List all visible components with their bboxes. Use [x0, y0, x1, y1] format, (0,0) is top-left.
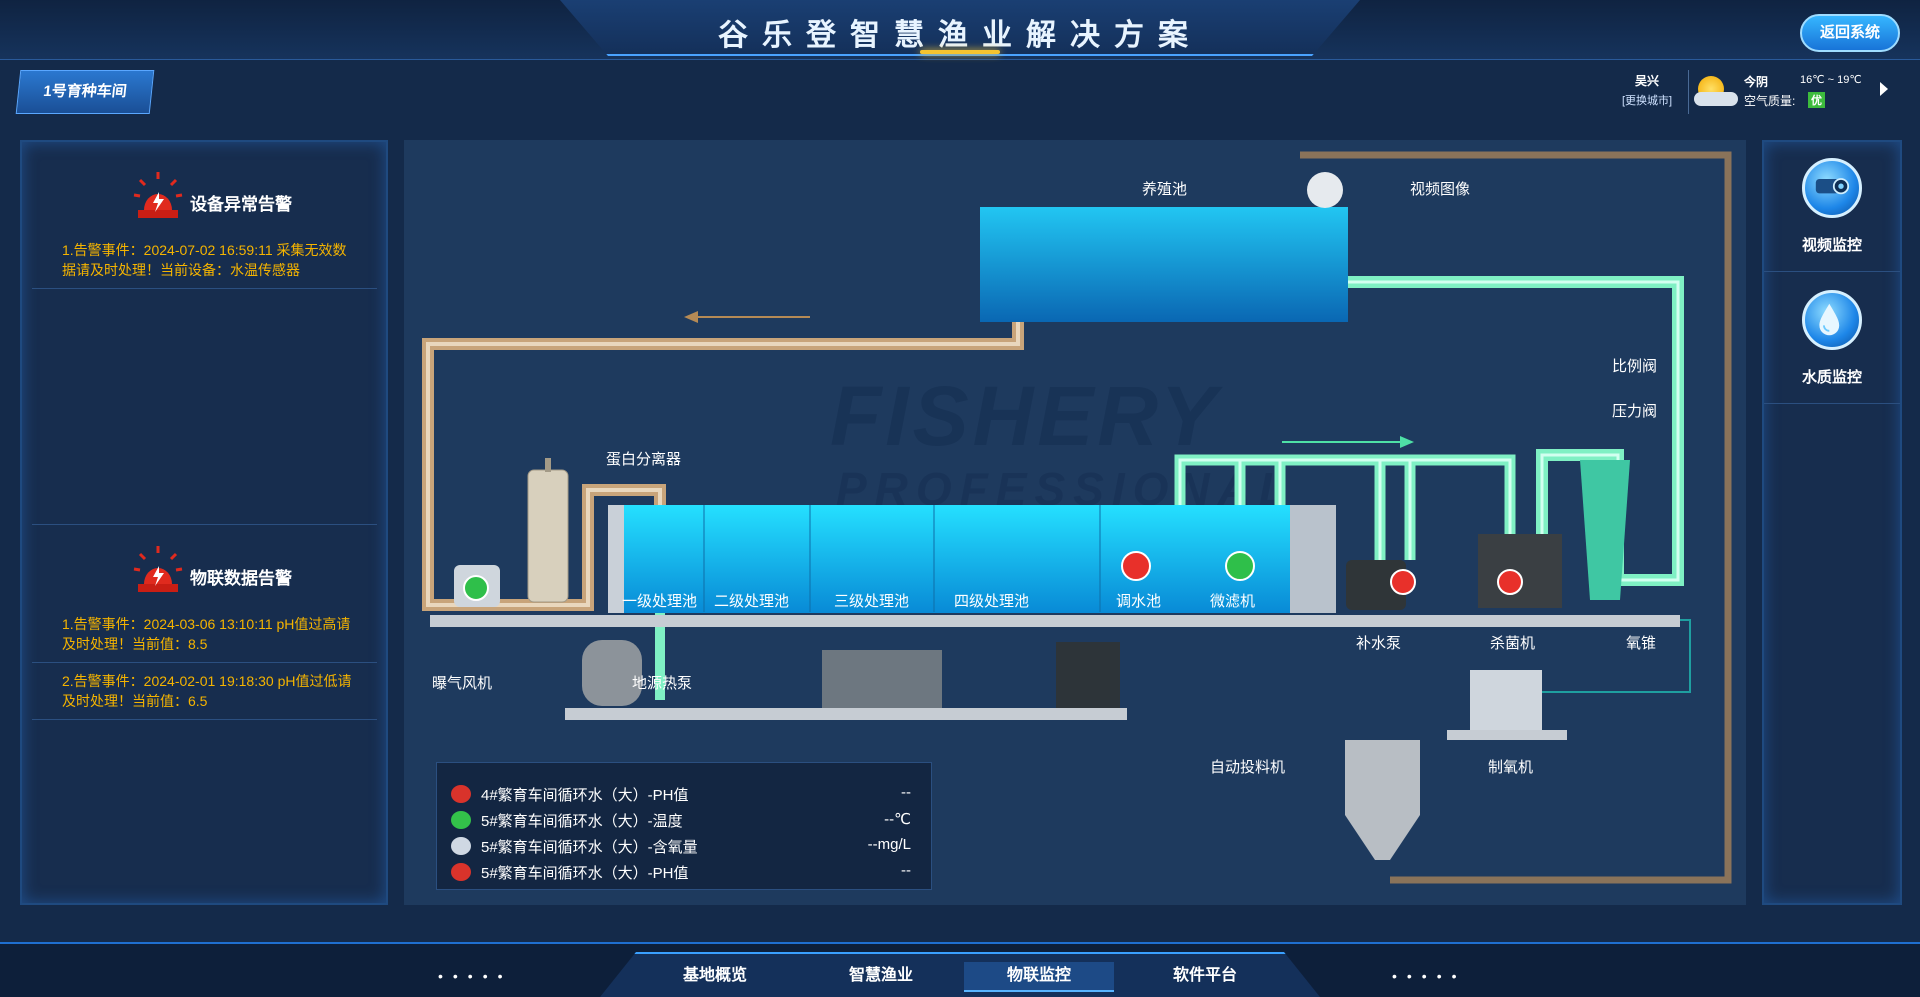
list-item: 5#繁育车间循环水（大）-含氧量 --mg/L: [451, 833, 923, 859]
sensor-readings-list[interactable]: 4#繁育车间循环水（大）-PH值 -- 5#繁育车间循环水（大）-温度 --℃ …: [436, 762, 932, 890]
siren-icon: [133, 172, 183, 218]
pressure-valve-label: 压力阀: [1612, 403, 1658, 420]
air-quality-label: 空气质量:: [1744, 94, 1796, 108]
oxygen-cone-label: 氧锥: [1626, 635, 1657, 652]
camera-icon: [1802, 158, 1862, 218]
cloud-icon: [1694, 92, 1738, 106]
sensor-name: 4#繁育车间循环水（大）-PH值: [481, 787, 689, 804]
siren-icon: [133, 546, 183, 592]
breeding-pool-label: 养殖池: [1142, 181, 1188, 198]
workshop-tab-label: 1号育种车间: [42, 83, 128, 100]
sensor-name: 5#繁育车间循环水（大）-PH值: [481, 865, 689, 882]
aeration-fan-label: 曝气风机: [432, 675, 493, 692]
change-city-link[interactable]: [更换城市]: [1621, 95, 1673, 107]
sensor-value: --: [901, 784, 911, 801]
thermometer-icon: [451, 811, 471, 829]
workshop-tab[interactable]: 1号育种车间: [15, 70, 155, 114]
footer-dots-right: •••••: [1392, 968, 1467, 984]
oxygen-icon: [451, 837, 471, 855]
nav-smart-fishery[interactable]: 智慧渔业: [848, 967, 913, 984]
protein-separator-label: 蛋白分离器: [606, 451, 682, 468]
nav-software-platform[interactable]: 软件平台: [1172, 967, 1237, 984]
stage4-tank-label: 四级处理池: [954, 593, 1030, 610]
sterilizer-label: 杀菌机: [1490, 635, 1536, 652]
video-image-label[interactable]: 视频图像: [1410, 181, 1471, 198]
weather-today: 今阴: [1744, 75, 1769, 89]
ph-icon: [451, 863, 471, 881]
device-alarm-section: 设备异常告警 1.告警事件：2024-07-02 16:59:11 采集无效数据…: [32, 162, 377, 289]
list-item: 4#繁育车间循环水（大）-PH值 --: [451, 781, 923, 807]
footer-dots-left: •••••: [438, 968, 513, 984]
weather-temp: 16℃ ~ 19℃: [1800, 74, 1862, 86]
watermark-subtext: PROFESSIONAL: [836, 463, 1295, 515]
video-monitor-button[interactable]: 视频监控: [1764, 142, 1900, 272]
ratio-valve-label: 比例阀: [1612, 358, 1658, 375]
iot-alarm-title: 物联数据告警: [190, 569, 292, 588]
alarm-list-item[interactable]: 2.告警事件：2024-02-01 19:18:30 pH值过低请及时处理！当前…: [32, 663, 377, 720]
water-drop-icon: [1802, 290, 1862, 350]
stage1-tank-label: 一级处理池: [622, 593, 698, 610]
title-glow-decoration: [920, 50, 1000, 54]
device-alarm-title: 设备异常告警: [190, 195, 292, 214]
section-divider: [32, 524, 377, 525]
list-item: 5#繁育车间循环水（大）-温度 --℃: [451, 807, 923, 833]
back-to-system-button[interactable]: 返回系统: [1800, 14, 1900, 52]
iot-alarm-section: 物联数据告警 1.告警事件：2024-03-06 13:10:11 pH值过高请…: [32, 536, 377, 720]
alarm-list-item[interactable]: 1.告警事件：2024-07-02 16:59:11 采集无效数据请及时处理！当…: [32, 232, 377, 289]
ph-icon: [451, 785, 471, 803]
weather-widget: 吴兴 [更换城市] 今阴 16℃ ~ 19℃ 空气质量: 优: [1612, 70, 1912, 114]
sensor-name: 5#繁育车间循环水（大）-温度: [481, 813, 683, 830]
sensor-value: --℃: [884, 811, 911, 828]
adjust-pool-label: 调水池: [1116, 593, 1162, 610]
nav-base-overview[interactable]: 基地概览: [682, 967, 747, 984]
sensor-value: --: [901, 862, 911, 879]
monitor-menu-panel: 视频监控 水质监控: [1762, 140, 1902, 905]
heat-pump-label: 地源热泵: [632, 675, 693, 692]
weather-divider: [1688, 70, 1689, 114]
sensor-value: --mg/L: [867, 836, 911, 853]
alarm-panel: 设备异常告警 1.告警事件：2024-07-02 16:59:11 采集无效数据…: [20, 140, 388, 905]
weather-city: 吴兴: [1634, 74, 1659, 88]
watermark-text: FISHERY: [830, 369, 1221, 463]
page-title: 谷乐登智慧渔业解决方案: [718, 19, 1202, 52]
stage2-tank-label: 二级处理池: [714, 593, 790, 610]
footer-nav-plate: [600, 952, 1320, 997]
water-quality-label: 水质监控: [1801, 369, 1862, 386]
title-plate: [560, 0, 1360, 56]
alarm-list-item[interactable]: 1.告警事件：2024-03-06 13:10:11 pH值过高请及时处理！当前…: [32, 606, 377, 663]
stage3-tank-label: 三级处理池: [834, 593, 910, 610]
micro-filter-label: 微滤机: [1210, 593, 1256, 610]
oxygen-generator-label: 制氧机: [1488, 759, 1534, 776]
air-quality-badge: 优: [1808, 92, 1825, 108]
auto-feeder-label: 自动投料机: [1210, 759, 1286, 776]
water-quality-button[interactable]: 水质监控: [1764, 274, 1900, 404]
video-monitor-label: 视频监控: [1801, 237, 1862, 254]
sensor-name: 5#繁育车间循环水（大）-含氧量: [481, 839, 698, 856]
weather-next-arrow-icon[interactable]: [1880, 82, 1888, 96]
makeup-pump-label: 补水泵: [1356, 635, 1402, 652]
nav-iot-monitor[interactable]: 物联监控: [964, 962, 1114, 992]
list-item: 5#繁育车间循环水（大）-PH值 --: [451, 859, 923, 885]
